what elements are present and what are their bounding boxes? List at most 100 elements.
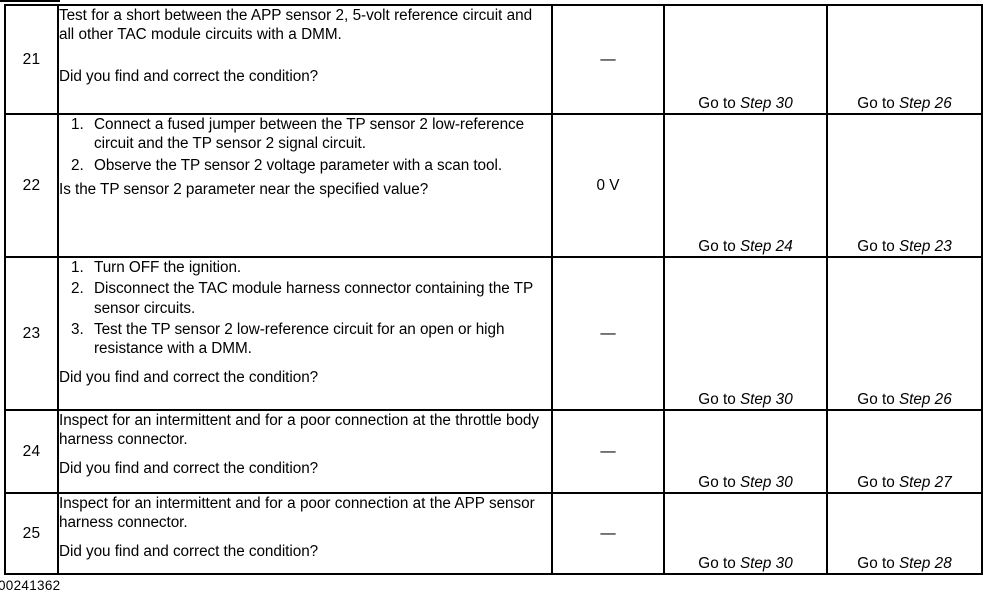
yes-cell: Go to Step 30 xyxy=(663,492,828,575)
list-item-number: 2. xyxy=(71,280,84,298)
yes-cell: Go to Step 30 xyxy=(663,409,828,494)
action-step-list: 1.Turn OFF the ignition. 2. Disconnect th… xyxy=(59,258,551,359)
yes-goto: Go to Step 30 xyxy=(665,95,826,113)
list-item: 2. Observe the TP sensor 2 voltage parame… xyxy=(59,156,551,175)
no-goto-step: Step 23 xyxy=(898,238,952,255)
yes-goto-step: Step 30 xyxy=(739,555,793,572)
list-item-number: 1. xyxy=(71,116,84,133)
no-goto: Go to Step 26 xyxy=(828,95,981,113)
no-goto-label: Go to xyxy=(857,391,895,408)
no-cell: Go to Step 26 xyxy=(826,4,983,115)
paragraph-spacer xyxy=(59,359,551,368)
action-step-list: 1. Connect a fused jumper between the TP … xyxy=(59,115,551,175)
step-number: 21 xyxy=(22,50,41,68)
yes-goto-step: Step 24 xyxy=(739,238,793,255)
no-goto: Go to Step 26 xyxy=(828,391,981,409)
no-cell: Go to Step 26 xyxy=(826,256,983,411)
yes-goto-step: Step 30 xyxy=(739,95,793,112)
diagnostic-table: 21 Test for a short between the APP sens… xyxy=(4,4,983,575)
action-paragraph: Inspect for an intermittent and for a po… xyxy=(59,412,539,449)
paragraph-spacer xyxy=(59,450,551,459)
action-cell: Test for a short between the APP sensor … xyxy=(57,4,553,115)
value-cell: — xyxy=(551,4,665,115)
step-number-cell: 23 xyxy=(4,256,59,411)
yes-cell: Go to Step 30 xyxy=(663,256,828,411)
list-item-text: Connect a fused jumper between the TP se… xyxy=(94,116,525,153)
no-goto-label: Go to xyxy=(857,474,895,491)
step-number-cell: 25 xyxy=(4,492,59,575)
no-goto-label: Go to xyxy=(857,238,895,255)
list-item: 3. Test the TP sensor 2 low-reference cir… xyxy=(59,320,551,359)
value-cell: — xyxy=(551,492,665,575)
action-paragraph: Test for a short between the APP sensor … xyxy=(59,7,533,44)
list-item-text: Disconnect the TAC module harness connec… xyxy=(94,280,533,317)
no-cell: Go to Step 28 xyxy=(826,492,983,575)
yes-goto-label: Go to xyxy=(698,95,736,112)
page-top-rule xyxy=(0,0,60,2)
step-number: 25 xyxy=(22,524,41,542)
yes-goto-label: Go to xyxy=(698,391,736,408)
list-item: 1. Connect a fused jumper between the TP … xyxy=(59,115,551,154)
no-goto-step: Step 26 xyxy=(898,391,952,408)
value-text: 0 V xyxy=(596,176,620,194)
step-number: 24 xyxy=(22,442,41,460)
step-number-cell: 21 xyxy=(4,4,59,115)
table-row: 25 Inspect for an intermittent and for a… xyxy=(4,492,983,575)
action-question: Did you find and correct the condition? xyxy=(59,368,319,386)
yes-cell: Go to Step 30 xyxy=(663,4,828,115)
no-goto-step: Step 26 xyxy=(898,95,952,112)
value-cell: — xyxy=(551,409,665,494)
no-goto: Go to Step 27 xyxy=(828,474,981,492)
step-number: 22 xyxy=(22,176,41,194)
step-number-cell: 22 xyxy=(4,113,59,258)
value-cell: — xyxy=(551,256,665,411)
yes-goto-label: Go to xyxy=(698,474,736,491)
paragraph-spacer xyxy=(59,45,551,67)
no-cell: Go to Step 27 xyxy=(826,409,983,494)
list-item-number: 2. xyxy=(71,156,84,174)
figure-caption: 00241362 xyxy=(0,578,61,593)
yes-goto-step: Step 30 xyxy=(739,391,793,408)
action-cell: 1. Connect a fused jumper between the TP … xyxy=(57,113,553,258)
value-text: — xyxy=(600,324,616,342)
list-item-text: Test the TP sensor 2 low-reference circu… xyxy=(94,321,505,358)
list-item: 2. Disconnect the TAC module harness conn… xyxy=(59,279,551,318)
value-text: — xyxy=(600,442,616,460)
yes-goto: Go to Step 30 xyxy=(665,555,826,573)
action-cell: Inspect for an intermittent and for a po… xyxy=(57,409,553,494)
no-goto-step: Step 27 xyxy=(898,474,952,491)
list-item-number: 3. xyxy=(71,321,84,339)
value-cell: 0 V xyxy=(551,113,665,258)
no-goto-label: Go to xyxy=(857,95,895,112)
action-question: Did you find and correct the condition? xyxy=(59,459,319,477)
action-paragraph: Inspect for an intermittent and for a po… xyxy=(59,495,535,532)
step-number-cell: 24 xyxy=(4,409,59,494)
table-row: 22 1. Connect a fused jumper between the … xyxy=(4,113,983,258)
value-text: — xyxy=(600,524,616,542)
list-item: 1.Turn OFF the ignition. xyxy=(59,258,551,277)
action-question: Did you find and correct the condition? xyxy=(59,67,319,85)
step-number: 23 xyxy=(22,324,41,342)
yes-goto-label: Go to xyxy=(698,238,736,255)
action-cell: 1.Turn OFF the ignition. 2. Disconnect th… xyxy=(57,256,553,411)
yes-goto: Go to Step 30 xyxy=(665,391,826,409)
list-item-number: 1. xyxy=(71,259,84,276)
list-item-text: Observe the TP sensor 2 voltage paramete… xyxy=(94,156,503,174)
no-goto: Go to Step 28 xyxy=(828,555,981,573)
no-goto: Go to Step 23 xyxy=(828,238,981,256)
yes-goto-step: Step 30 xyxy=(739,474,793,491)
yes-goto: Go to Step 24 xyxy=(665,238,826,256)
yes-goto: Go to Step 30 xyxy=(665,474,826,492)
no-goto-label: Go to xyxy=(857,555,895,572)
action-cell: Inspect for an intermittent and for a po… xyxy=(57,492,553,575)
no-goto-step: Step 28 xyxy=(898,555,952,572)
table-row: 24 Inspect for an intermittent and for a… xyxy=(4,409,983,494)
paragraph-spacer xyxy=(59,533,551,542)
action-question: Is the TP sensor 2 parameter near the sp… xyxy=(59,181,429,199)
action-question: Did you find and correct the condition? xyxy=(59,542,319,560)
yes-goto-label: Go to xyxy=(698,555,736,572)
yes-cell: Go to Step 24 xyxy=(663,113,828,258)
value-text: — xyxy=(600,50,616,68)
table-row: 21 Test for a short between the APP sens… xyxy=(4,4,983,115)
